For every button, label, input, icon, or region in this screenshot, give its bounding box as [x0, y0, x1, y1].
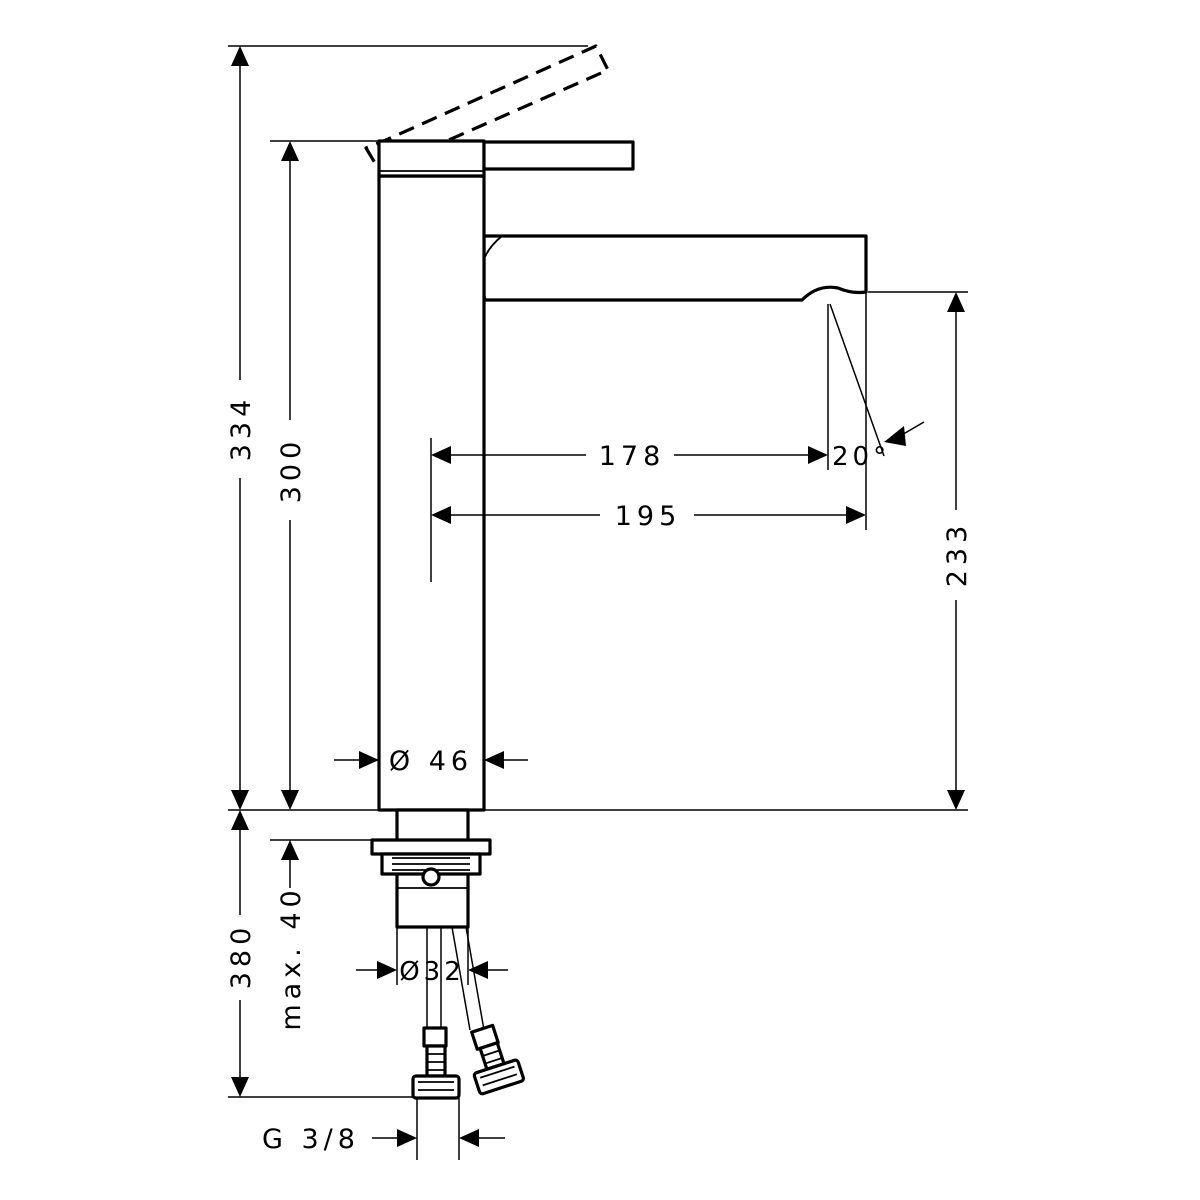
fixing-screw: [421, 867, 441, 887]
dim-spray-angle: 20°: [832, 442, 890, 472]
dim-body-height: 300: [276, 437, 307, 504]
dimension-lines: [228, 45, 968, 1160]
fixing-washer: [370, 838, 492, 856]
dim-max-deck: max. 40: [276, 885, 307, 1030]
dim-body-diameter: Ø 46: [389, 746, 473, 777]
left-hose-connector: [411, 1074, 461, 1100]
dim-spout-height: 233: [942, 521, 973, 588]
dim-reach-outer: 195: [615, 501, 682, 532]
lever: [482, 140, 635, 171]
dim-total-height: 334: [226, 395, 257, 462]
dim-hose-length: 380: [226, 923, 257, 990]
supply-hoses: [411, 926, 525, 1100]
dim-thread: G 3/8: [262, 1124, 360, 1155]
faucet-outline: [364, 44, 868, 1100]
dim-shank-diameter: Ø32: [399, 957, 465, 987]
spout: [482, 234, 868, 302]
dimension-labels: 334 300 233 178 195 20° Ø 46 380 max. 40…: [226, 395, 973, 1155]
dim-reach-inner: 178: [599, 441, 666, 472]
